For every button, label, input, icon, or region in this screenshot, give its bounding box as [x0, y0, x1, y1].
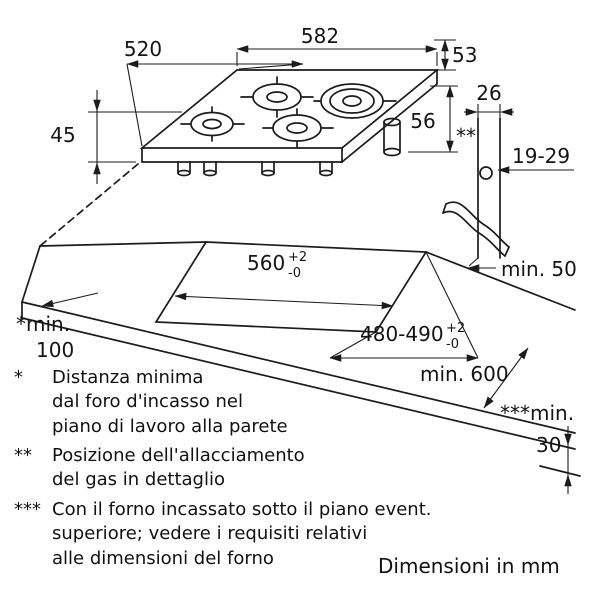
dim-min50-label: min. 50	[501, 257, 577, 281]
cutout-depth-tol-minus: -0	[446, 337, 459, 352]
worktop-front-edge-top	[21, 301, 576, 434]
worktop-rear-edge-left	[39, 241, 207, 247]
dim-45-label: 45	[50, 123, 75, 147]
gas-inlet-fitting	[383, 117, 401, 157]
dim-56-label: 56	[410, 109, 435, 133]
burner-front-right	[262, 108, 334, 148]
worktop-rear-edge-right	[425, 251, 576, 311]
units-note: Dimensioni in mm	[378, 554, 560, 578]
dim-19-29-label: 19-29	[512, 144, 570, 168]
dim-min600-label: min. 600	[420, 362, 509, 386]
worktop-front-edge-bottom	[21, 317, 576, 450]
hob-right-face	[341, 69, 438, 163]
gas-connection-point	[479, 166, 493, 180]
dim-min30-value: 30	[536, 433, 561, 457]
oven-top-line	[539, 465, 581, 477]
worktop-drawing	[21, 163, 581, 477]
dim-53-label: 53	[452, 43, 477, 67]
flexible-gas-hose	[442, 210, 506, 257]
hob-front-face	[141, 147, 343, 163]
hose-end-cap	[442, 203, 447, 214]
dim-min100-value: 100	[36, 338, 74, 362]
flexible-gas-hose	[445, 201, 510, 248]
hob-drawing	[139, 69, 440, 177]
dimension-labels: 582 520 53 45 56 26 ** 19-29 min. 50 560…	[16, 24, 577, 457]
dim-min100-prefix: *min.	[16, 312, 70, 336]
burner-back-right-wok	[313, 83, 397, 119]
hose-end-cap	[504, 246, 510, 257]
burner-back-left	[240, 76, 314, 118]
gas-connection-detail	[442, 117, 510, 259]
dim-min30-prefix: ***min.	[500, 401, 574, 425]
worktop-left-side-edge	[21, 245, 41, 303]
dim-cutout-depth-label: 480-490	[360, 322, 444, 346]
dim-26-label: 26	[476, 81, 501, 105]
gas-detail-marker: **	[456, 124, 476, 148]
burner-front-left	[180, 106, 245, 142]
projection-dashed-line	[39, 163, 139, 247]
cutout-width-tol-plus: +2	[288, 250, 307, 265]
dimension-lines	[41, 39, 574, 494]
dim-width-label: 582	[301, 24, 339, 48]
dim-depth-label: 520	[124, 37, 162, 61]
dim-cutout-width-label: 560	[247, 251, 285, 275]
cutout-width-tol-minus: -0	[288, 266, 301, 281]
cutout-depth-tol-plus: +2	[446, 321, 465, 336]
control-knobs	[177, 161, 333, 177]
